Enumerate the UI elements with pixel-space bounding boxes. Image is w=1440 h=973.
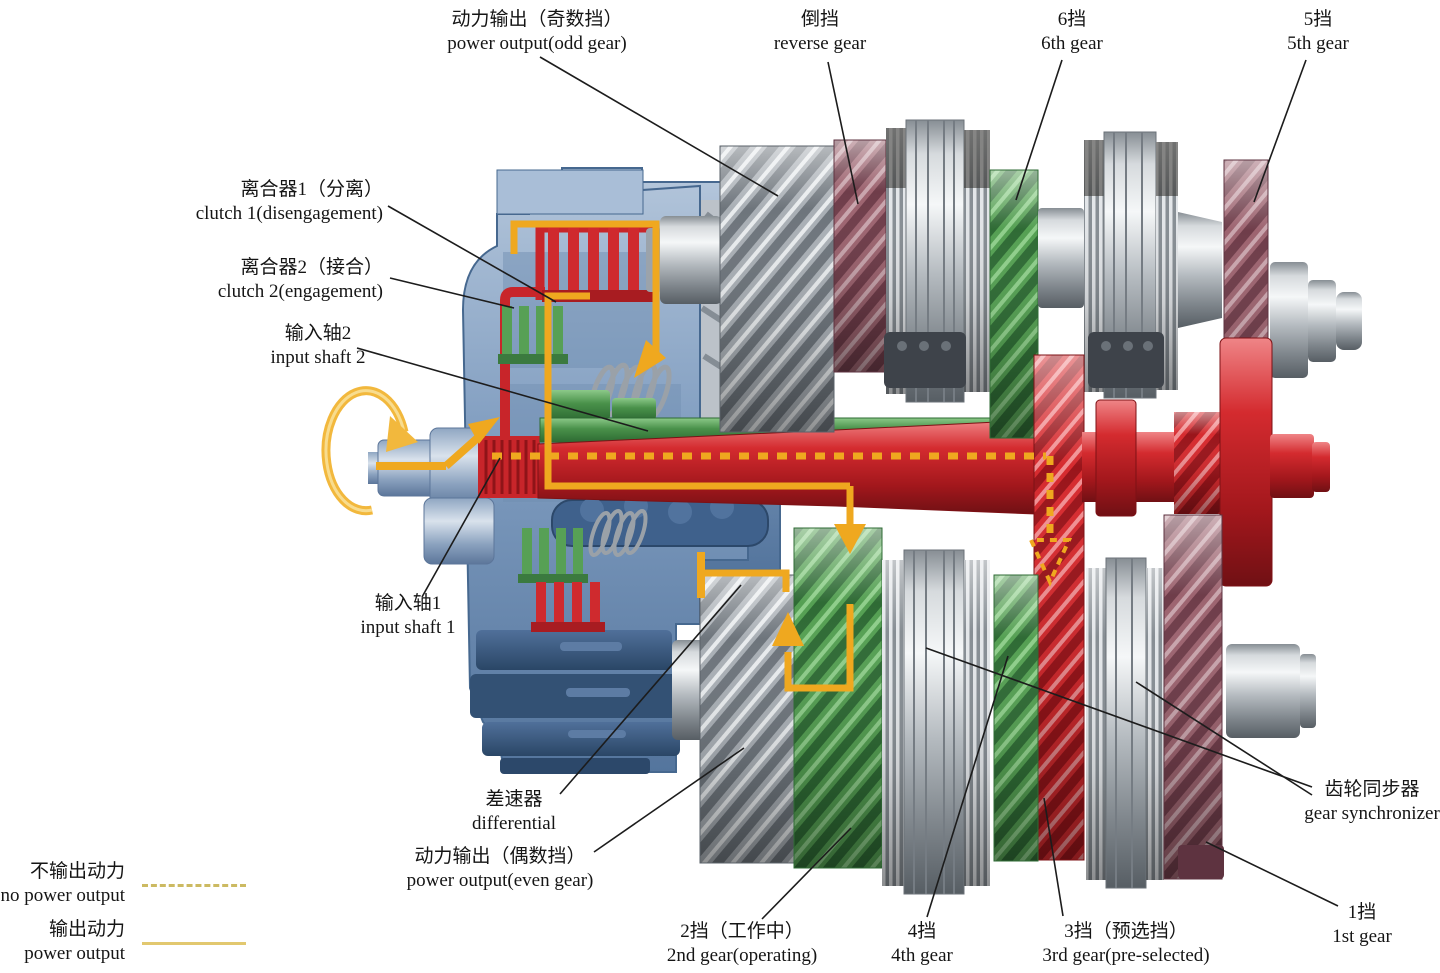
- clutch-2-pack-lower: [518, 528, 588, 583]
- legend-no-power-line: [142, 884, 246, 887]
- shaft1-gear-set: [1033, 337, 1330, 861]
- gear-2: [793, 527, 883, 869]
- gear-1: [1163, 514, 1224, 880]
- synchronizer-lower-1: [882, 549, 990, 895]
- upper-gear-train: [646, 119, 1362, 481]
- bearing-brackets: [884, 332, 1164, 388]
- leader-lines: [356, 56, 1339, 920]
- label-power-output-even: 动力输出（偶数挡）power output(even gear): [406, 846, 594, 891]
- label-gear-2: 2挡（工作中）2nd gear(operating): [666, 921, 818, 966]
- synchronizer-upper-1: [886, 119, 990, 403]
- legend-power-line: [142, 942, 246, 945]
- differential-housing: [470, 630, 682, 774]
- gear-3-column: [1033, 354, 1085, 861]
- synchronizer-lower-2: [1086, 557, 1164, 889]
- label-power-output-odd: 动力输出（奇数挡）power output(odd gear): [447, 9, 627, 54]
- label-gear-3: 3挡（预选挡）3rd gear(pre-selected): [1042, 921, 1210, 966]
- output-gear-even: [699, 574, 797, 864]
- gear-4: [993, 574, 1039, 862]
- gear-6: [989, 169, 1039, 439]
- reverse-gear: [833, 139, 887, 373]
- lower-gear-train: [672, 514, 1316, 895]
- clutch-2-pack: [498, 306, 568, 364]
- clutch-springs-lower: [588, 508, 648, 558]
- power-flow-solid: [321, 220, 866, 692]
- label-clutch-1: 离合器1（分离）clutch 1(disengagement): [195, 179, 383, 224]
- output-gear-odd: [719, 145, 835, 433]
- gear-5-drive: [1174, 412, 1224, 514]
- clutch-1-pack-lower: [531, 582, 605, 632]
- rotation-arrow-icon: [321, 386, 418, 516]
- power-flow-dashed: [492, 452, 1073, 587]
- label-clutch-2: 离合器2（接合）clutch 2(engagement): [217, 257, 383, 302]
